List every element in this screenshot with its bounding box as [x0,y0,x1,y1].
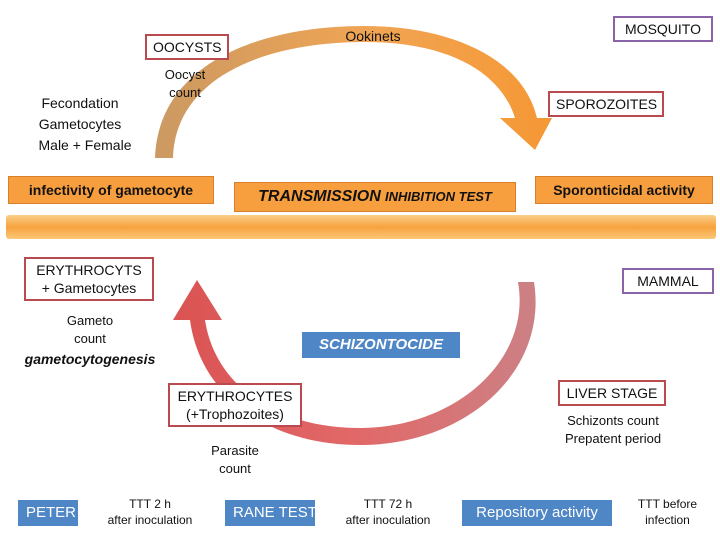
rane-note-line2: after inoculation [345,513,431,527]
transmission-main: TRANSMISSION [258,188,381,205]
transmission-rest: INHIBITION TEST [384,189,492,204]
erythrocytes-trophozoites-stage: ERYTHROCYTES (+Trophozoites) [168,383,302,427]
mammal-label: MAMMAL [622,268,714,294]
transmission-inhibition-test: TRANSMISSION INHIBITION TEST [234,182,516,212]
oocyst-count-line1: Oocyst [164,67,206,82]
infectivity-activity: infectivity of gametocyte [8,176,214,204]
ookinets-label: Ookinets [345,28,401,44]
male-female-label: Male + Female [38,137,132,153]
gametocytes-label: Gametocytes [38,116,122,132]
schizonts-count-label: Schizonts count [567,413,659,428]
oocysts-stage: OOCYSTS [145,34,229,60]
gametocytogenesis-label: gametocytogenesis [24,351,156,367]
repository-note-line2: infection [645,513,690,527]
top-cycle-arrow [155,26,552,158]
erythrocyts-line1: ERYTHROCYTS [36,262,142,278]
parasite-count-line1: Parasite [211,443,259,458]
gameto-count-line2: count [74,331,106,346]
liver-stage: LIVER STAGE [558,380,666,406]
oocyst-count-line2: count [169,85,201,100]
erythrocytes-line2: (+Trophozoites) [186,406,284,422]
peter-test: PETER [18,500,78,526]
gameto-count-line1: Gameto [66,313,114,328]
sporozoites-stage: SPOROZOITES [548,91,664,117]
mosquito-label: MOSQUITO [613,16,713,42]
repository-note-line1: TTT before [637,497,698,511]
erythrocytes-line1: ERYTHROCYTES [177,388,293,404]
peter-note-line2: after inoculation [107,513,193,527]
rane-test: RANE TEST [225,500,317,526]
separator-bar [6,215,716,239]
erythrocyts-gametocytes-stage: ERYTHROCYTS + Gametocytes [24,257,154,301]
rane-note-line1: TTT 72 h [363,497,413,511]
fecondation-label: Fecondation [41,95,119,111]
repository-activity-test: Repository activity [462,500,612,526]
erythrocyts-line2: + Gametocytes [41,280,137,296]
schizontocide-activity: SCHIZONTOCIDE [302,332,460,358]
peter-note-line1: TTT 2 h [129,497,171,511]
parasite-count-line2: count [219,461,251,476]
sporonticidal-activity: Sporonticidal activity [535,176,713,204]
prepatent-period-label: Prepatent period [564,431,662,446]
